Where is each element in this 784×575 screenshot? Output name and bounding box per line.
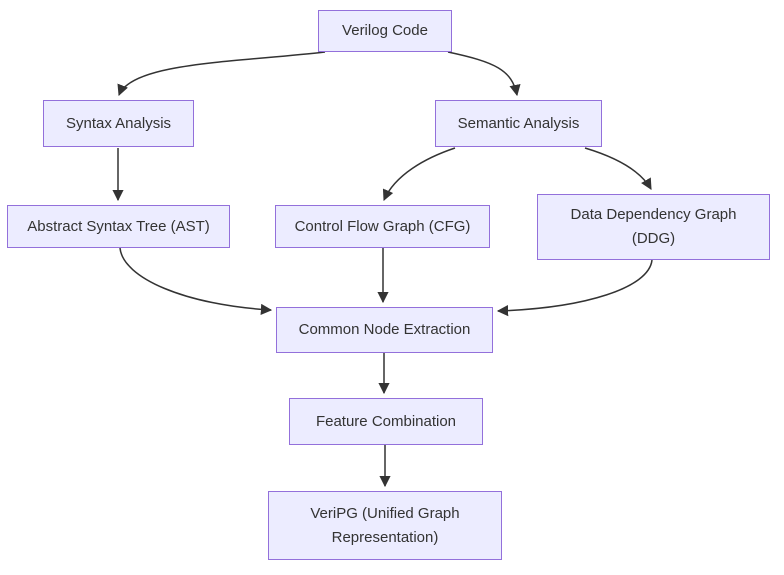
- edge-ast-to-common: [119, 247, 273, 316]
- node-feature-combination: Feature Combination: [289, 398, 483, 445]
- node-syntax-analysis-label: Syntax Analysis: [65, 114, 172, 132]
- node-control-flow-graph-label: Control Flow Graph (CFG): [294, 217, 471, 235]
- node-verilog-code: Verilog Code: [318, 10, 452, 52]
- node-control-flow-graph: Control Flow Graph (CFG): [275, 205, 490, 248]
- edge-semantic-to-cfg: [382, 147, 456, 202]
- edge-semantic-to-ddg: [584, 147, 652, 190]
- node-abstract-syntax-tree: Abstract Syntax Tree (AST): [7, 205, 230, 248]
- node-veripg-label: VeriPG (Unified Graph Representation): [310, 504, 460, 546]
- node-verilog-code-label: Verilog Code: [342, 22, 428, 39]
- node-common-node-extraction-label: Common Node Extraction: [298, 321, 471, 338]
- node-syntax-analysis: Syntax Analysis: [43, 100, 194, 147]
- node-semantic-analysis-label: Semantic Analysis: [457, 114, 580, 132]
- edge-verilog-to-semantic: [447, 51, 521, 97]
- node-semantic-analysis: Semantic Analysis: [435, 100, 602, 147]
- node-feature-combination-label: Feature Combination: [315, 412, 457, 430]
- edge-verilog-to-syntax: [117, 51, 326, 97]
- node-data-dependency-graph: Data Dependency Graph (DDG): [537, 194, 770, 260]
- node-veripg: VeriPG (Unified Graph Representation): [268, 491, 502, 560]
- edge-ddg-to-common: [496, 259, 653, 317]
- node-abstract-syntax-tree-label: Abstract Syntax Tree (AST): [27, 217, 210, 235]
- node-data-dependency-graph-label: Data Dependency Graph (DDG): [570, 206, 737, 247]
- node-common-node-extraction: Common Node Extraction: [276, 307, 493, 353]
